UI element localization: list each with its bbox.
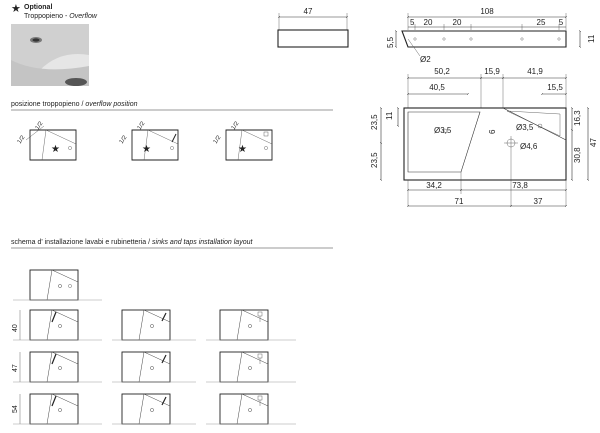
dim-top-right: 41,9: [527, 67, 543, 76]
install-basin-top: [29, 269, 79, 301]
dim-side-hole: Ø2: [420, 55, 431, 64]
dim-front-width: 47: [304, 7, 313, 16]
half-label: 1/2: [231, 120, 241, 131]
install-basin: [219, 393, 269, 425]
overflow-section-title: posizione troppopieno / overflow positio…: [11, 101, 138, 108]
dim-right-upper: 16,3: [573, 110, 582, 126]
overflow-star-icon: ★: [51, 144, 60, 155]
optional-subtitle-en: Overflow: [69, 13, 98, 20]
dim-seg: 5: [410, 18, 415, 27]
dim-bottom-c: 71: [455, 197, 464, 206]
dim-eleven: 11: [385, 111, 394, 120]
side-view-shape: [401, 30, 567, 48]
install-basin: [29, 309, 79, 341]
optional-subtitle-it: Troppopieno -: [24, 13, 69, 20]
hole-left: [442, 128, 448, 134]
dim-seg: 20: [424, 18, 433, 27]
half-label: 1/2: [17, 134, 27, 145]
install-basin: [121, 393, 171, 425]
top-view-outline: [403, 107, 567, 181]
dim-six: 6: [488, 129, 497, 134]
overflow-diagram-1: ★ 1/2 1/2: [17, 120, 77, 161]
dim-hole-left: Ø3,5: [434, 126, 452, 135]
half-label: 1/2: [213, 134, 223, 145]
tap-icon: [171, 133, 177, 143]
overflow-diagram-3: ★ 1/2 1/2: [213, 120, 273, 161]
overflow-photo: [11, 24, 89, 86]
hole-right: [537, 123, 543, 129]
install-basin: [121, 351, 171, 383]
side-view: 108 5 20 20 25 5 11 5,5 Ø2: [386, 7, 596, 64]
tap-icon: [263, 131, 269, 137]
install-basin: [219, 351, 269, 383]
install-basin: [29, 393, 79, 425]
install-section-title-en: sinks and taps installation layout: [152, 239, 253, 246]
front-view: 47: [277, 7, 349, 48]
row-label: 40: [12, 324, 19, 332]
overflow-position-section: posizione troppopieno / overflow positio…: [11, 101, 333, 161]
dim-right-inner: 15,5: [547, 83, 563, 92]
overflow-section-title-it: posizione troppopieno /: [11, 101, 85, 108]
row-label: 54: [12, 405, 19, 413]
optional-subtitle: Troppopieno - Overflow: [24, 13, 98, 20]
dim-bottom-a: 34,2: [426, 181, 442, 190]
dim-bottom-d: 37: [534, 197, 543, 206]
front-view-shape: [277, 29, 349, 48]
install-basin: [219, 309, 269, 341]
dim-drain: Ø4,6: [520, 142, 538, 151]
dim-top-left: 50,2: [434, 67, 450, 76]
install-basin: [121, 309, 171, 341]
dim-seg: 25: [537, 18, 546, 27]
left-bowl: [407, 111, 481, 173]
overflow-star-icon: ★: [142, 144, 151, 155]
dim-top-left-inner: 40,5: [429, 83, 445, 92]
dim-left-upper: 23,5: [370, 114, 379, 130]
dim-seg: 20: [453, 18, 462, 27]
install-section-title-it: schema d' installazione lavabi e rubinet…: [11, 239, 152, 246]
optional-title: Optional: [24, 4, 52, 11]
overflow-diagram-2: ★ 1/2 1/2: [119, 120, 179, 161]
dim-gap: 15,9: [484, 67, 500, 76]
dim-side-height: 11: [587, 34, 596, 43]
overflow-star-icon: ★: [238, 144, 247, 155]
dim-right-total: 47: [589, 138, 598, 147]
top-view: 50,2 15,9 41,9 40,5 15,5 Ø3,5 Ø3,5 Ø4,6 …: [370, 67, 598, 208]
row-label: 47: [12, 364, 19, 372]
overflow-section-title-en: overflow position: [85, 101, 137, 108]
dim-hole-right: Ø3,5: [516, 123, 534, 132]
install-section-title: schema d' installazione lavabi e rubinet…: [11, 239, 253, 246]
install-layout-section: schema d' installazione lavabi e rubinet…: [11, 239, 333, 425]
install-basin: [29, 351, 79, 383]
dim-side-depth: 5,5: [386, 36, 395, 48]
half-label: 1/2: [35, 120, 45, 131]
half-label: 1/2: [119, 134, 129, 145]
install-grid: [13, 309, 296, 425]
optional-block: ★ Optional Troppopieno - Overflow: [11, 3, 98, 86]
star-icon: ★: [11, 3, 21, 15]
dim-seg: 5: [559, 18, 564, 27]
dim-bottom-b: 73,8: [512, 181, 528, 190]
dim-left-lower: 23,5: [370, 152, 379, 168]
dim-right-lower: 30,8: [573, 147, 582, 163]
half-label: 1/2: [137, 120, 147, 131]
dim-side-length: 108: [480, 7, 494, 16]
